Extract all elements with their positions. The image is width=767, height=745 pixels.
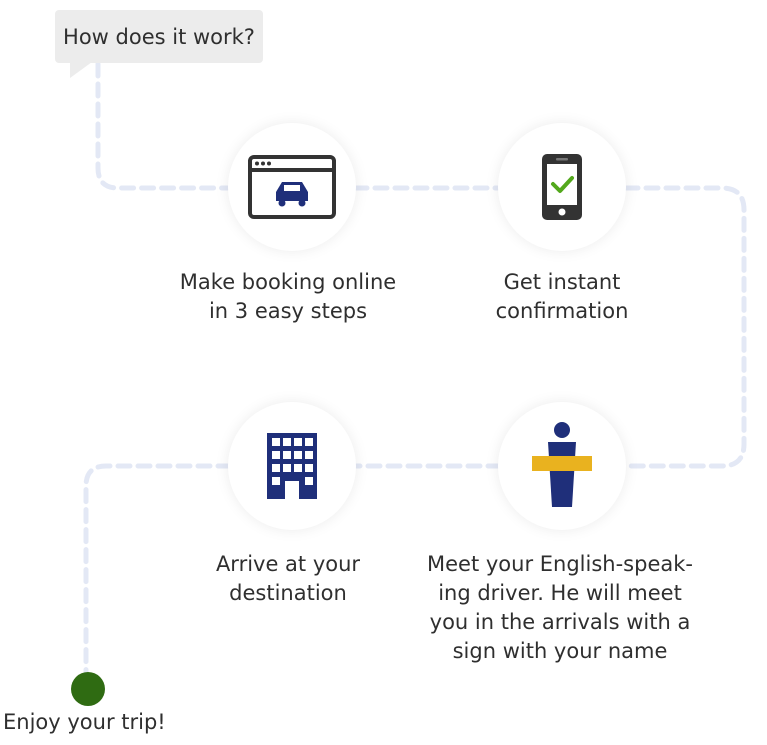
heading-bubble: How does it work? bbox=[55, 10, 263, 63]
step-2-circle bbox=[498, 123, 626, 251]
speech-bubble-tail bbox=[70, 62, 92, 78]
step-4-label: Arrive at your destination bbox=[215, 552, 361, 605]
step-3-circle bbox=[498, 402, 626, 530]
final-label: Enjoy your trip! bbox=[3, 710, 166, 734]
building-icon bbox=[267, 433, 317, 499]
browser-car-icon bbox=[248, 155, 336, 219]
finish-dot bbox=[71, 672, 105, 706]
driver-sign-icon bbox=[532, 422, 592, 507]
step-3-label: Meet your English-speak- ing driver. He … bbox=[427, 552, 693, 663]
heading-text: How does it work? bbox=[63, 24, 255, 49]
step-1-label: Make booking online in 3 easy steps bbox=[179, 270, 397, 323]
step-1-circle bbox=[228, 123, 356, 251]
step-2-label: Get instant confirmation bbox=[495, 270, 629, 323]
phone-check-icon bbox=[542, 154, 582, 220]
step-4-circle bbox=[228, 402, 356, 530]
